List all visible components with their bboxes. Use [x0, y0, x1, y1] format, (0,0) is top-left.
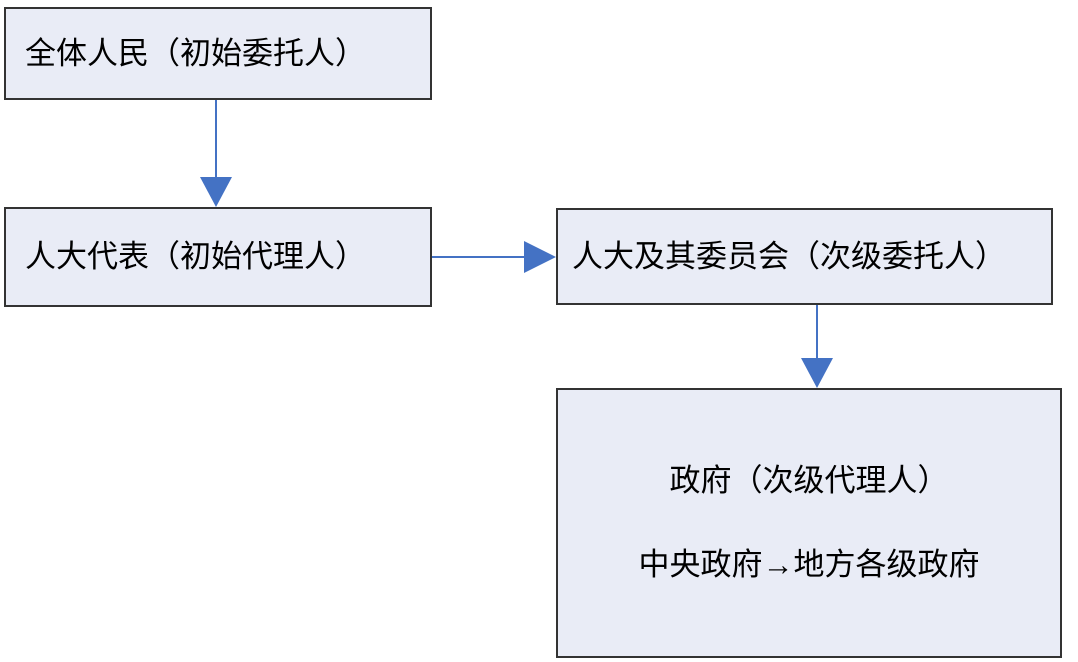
node-people-label: 全体人民（初始委托人） — [25, 35, 366, 71]
node-committees-label: 人大及其委员会（次级委托人） — [572, 238, 1006, 274]
node-government: 政府（次级代理人） 中央政府→地方各级政府 — [556, 388, 1062, 658]
node-deputies-label: 人大代表（初始代理人） — [25, 239, 366, 275]
node-government-detail: 中央政府→地方各级政府 — [638, 547, 980, 582]
node-deputies: 人大代表（初始代理人） — [4, 207, 432, 307]
arrow-people-to-deputies-shaft — [215, 100, 217, 178]
arrow-down-icon — [200, 177, 232, 207]
arrow-right-icon — [524, 241, 556, 273]
node-committees: 人大及其委员会（次级委托人） — [556, 208, 1053, 305]
node-government-title: 政府（次级代理人） — [669, 463, 949, 499]
arrow-down-icon — [801, 358, 833, 388]
node-people: 全体人民（初始委托人） — [4, 7, 432, 100]
arrow-deputies-to-committees-shaft — [432, 256, 525, 258]
arrow-committees-to-government-shaft — [816, 305, 818, 359]
